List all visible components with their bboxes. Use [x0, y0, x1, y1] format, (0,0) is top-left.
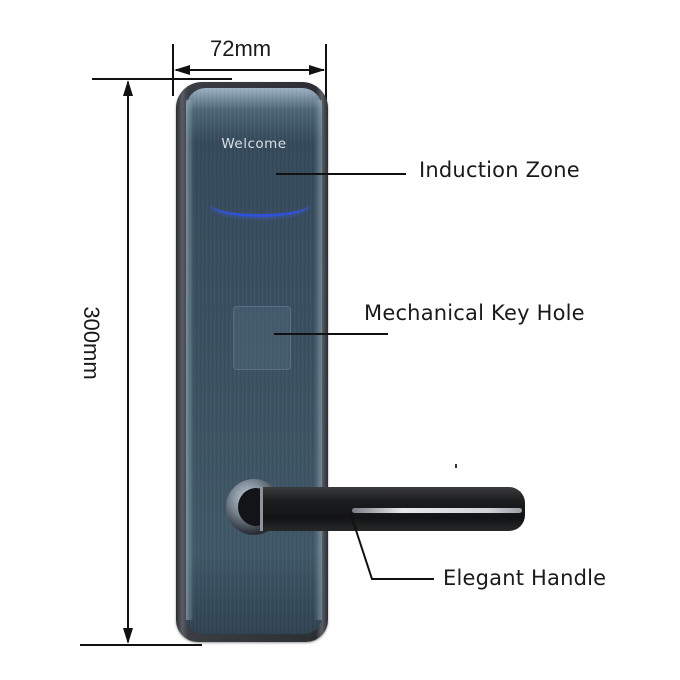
induction-indicator-light [210, 204, 310, 217]
lock-face-highlight-left [186, 100, 194, 620]
lock-face-panel [186, 88, 322, 634]
height-extension-line-top [92, 78, 232, 80]
elegant-handle-label: Elegant Handle [443, 566, 607, 590]
width-dimension-label: 72mm [210, 36, 272, 61]
lock-face-highlight-right [314, 100, 322, 620]
width-extension-line-left [172, 44, 174, 96]
height-dimension-label: 300mm [79, 306, 104, 380]
height-arrow-up-icon [123, 80, 133, 96]
handle-chrome-edge [260, 487, 263, 531]
width-dimension-line [176, 69, 324, 71]
height-extension-line-bottom [80, 644, 202, 646]
key-hole-leader-line [274, 333, 388, 335]
induction-zone-leader-line [276, 173, 406, 175]
height-dimension-line [127, 82, 129, 642]
mechanical-key-hole-label: Mechanical Key Hole [364, 301, 585, 325]
width-arrow-left-icon [174, 65, 190, 75]
induction-zone-label: Induction Zone [419, 158, 580, 182]
key-hole-cover [233, 306, 291, 370]
width-extension-line-right [325, 44, 327, 106]
welcome-display-text: Welcome [221, 136, 287, 152]
height-arrow-down-icon [123, 628, 133, 644]
stray-mark [455, 464, 457, 468]
handle-chrome-stripe [352, 508, 522, 513]
width-arrow-right-icon [309, 65, 325, 75]
